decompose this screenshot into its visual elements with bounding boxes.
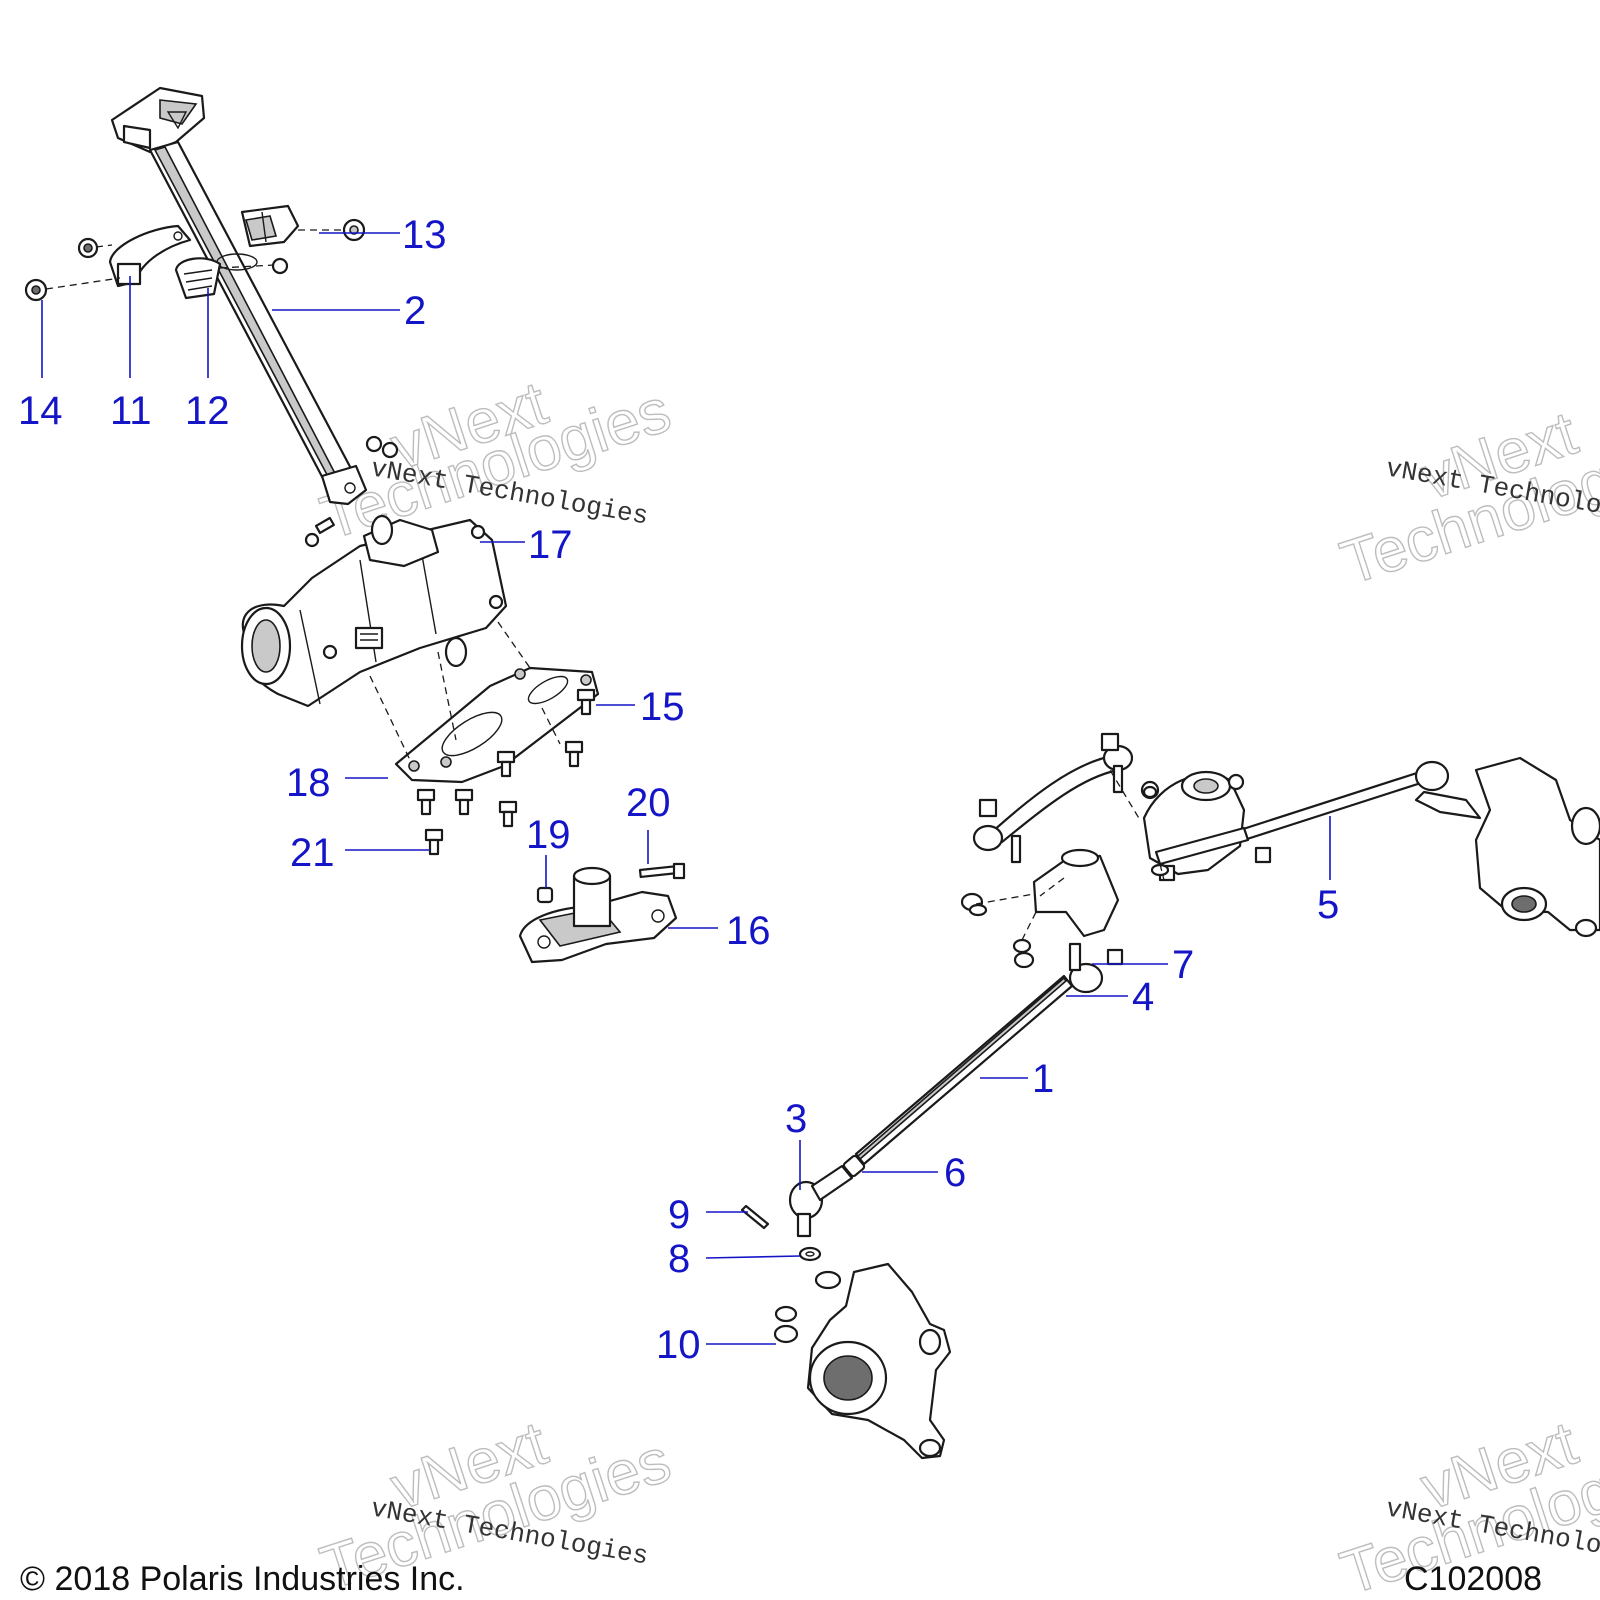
callout-16: 16	[726, 909, 771, 953]
callouts: 1 2 3 4 5 6 7 8 9 10 11 12 13 14 15 16 1…	[18, 213, 1339, 1367]
clip-12	[174, 257, 222, 300]
steering-column-bracket	[110, 86, 206, 154]
copyright-text: © 2018 Polaris Industries Inc.	[20, 1560, 465, 1598]
watermark-top-left: Technologies vNext vNext Technologies	[312, 368, 679, 554]
leader-lines	[41, 232, 1331, 1345]
callout-12: 12	[185, 389, 230, 433]
pitman-bracket	[518, 866, 678, 964]
callout-19: 19	[526, 813, 571, 857]
power-steering-gearbox	[240, 514, 508, 708]
drag-link-5	[1154, 760, 1482, 866]
callout-1: 1	[1032, 1057, 1054, 1101]
callout-4: 4	[1132, 975, 1154, 1019]
callout-18: 18	[286, 761, 331, 805]
bolt-20	[638, 862, 686, 880]
watermark-top-right: Technologies vNext vNext Technologies	[1332, 398, 1600, 599]
callout-21: 21	[290, 831, 335, 875]
screw-13	[342, 218, 366, 242]
callout-13: 13	[402, 213, 447, 257]
nut-19	[536, 886, 554, 904]
callout-17: 17	[528, 523, 573, 567]
callout-3: 3	[785, 1097, 807, 1141]
assembly-dashes	[45, 229, 344, 290]
steering-column-tube	[148, 140, 368, 506]
jam-nut-6	[842, 1154, 866, 1178]
linkage-dashes	[975, 759, 1165, 941]
gearbox-bolts	[304, 435, 399, 548]
tie-rod-end-outer	[788, 1164, 854, 1238]
callout-6: 6	[944, 1151, 966, 1195]
drawing-number: C102008	[1404, 1560, 1542, 1598]
cotter-pin-9	[740, 1204, 770, 1230]
callout-5: 5	[1317, 883, 1339, 927]
callout-10: 10	[656, 1323, 701, 1367]
nuts-10	[773, 1305, 799, 1344]
callout-11: 11	[110, 389, 152, 433]
callout-7: 7	[1172, 943, 1194, 987]
tie-rod-end-inner	[1068, 942, 1104, 994]
callout-8: 8	[668, 1237, 690, 1281]
callout-14: 14	[18, 389, 63, 433]
steering-knuckle	[806, 1262, 952, 1460]
clip-13	[240, 204, 300, 248]
washer-8	[798, 1246, 822, 1262]
callout-20: 20	[626, 781, 671, 825]
idler-bracket	[1032, 848, 1124, 966]
bracket-11	[108, 224, 192, 288]
steering-knuckle-upper	[1474, 756, 1600, 938]
bolts-15-21	[416, 688, 596, 856]
callout-2: 2	[404, 289, 426, 333]
mount-plate	[394, 666, 600, 784]
mount-dashes	[369, 621, 561, 761]
callout-9: 9	[668, 1193, 690, 1237]
drag-link-arm	[972, 732, 1134, 864]
callout-15: 15	[640, 685, 685, 729]
nuts-14	[24, 237, 99, 302]
